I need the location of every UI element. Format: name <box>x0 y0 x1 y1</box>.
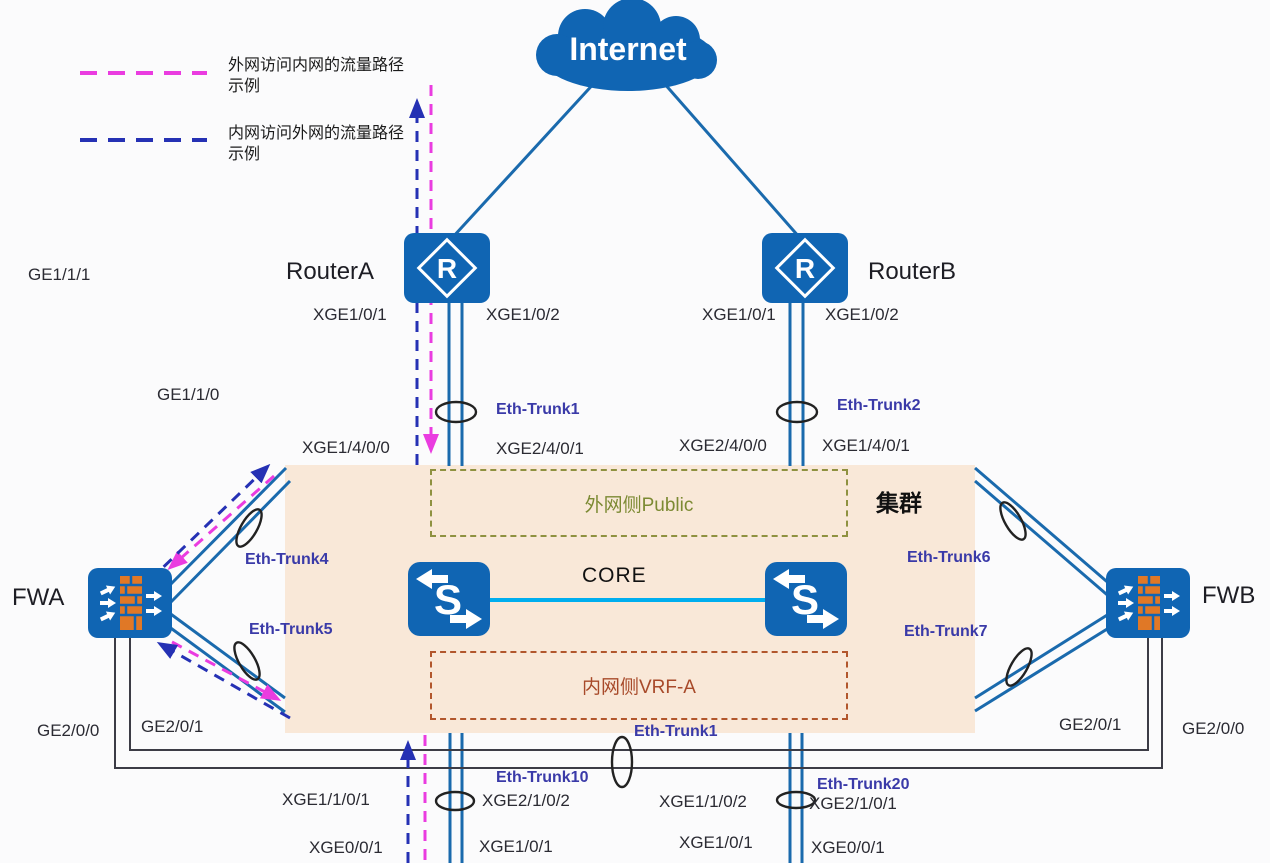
trunk10-ellipse <box>434 790 476 812</box>
trunk1-ellipse <box>434 400 478 424</box>
router-a-label: RouterA <box>286 258 375 285</box>
router-b-letter: R <box>795 253 815 284</box>
legend-magenta-label: 外网访问内网的流量路径示例 <box>228 57 405 95</box>
blue-path-to-cluster <box>148 463 271 582</box>
fwb-label: FWB <box>1202 582 1256 609</box>
port-bl-xge001: XGE0/0/1 <box>309 838 383 857</box>
magenta-path-to-fwa <box>167 474 275 570</box>
legend-blue-label: 内网访问外网的流量路径示例 <box>228 125 405 163</box>
port-fwb-ge201: GE2/0/1 <box>1059 715 1122 734</box>
port-ge111: GE1/1/1 <box>28 265 91 284</box>
port-br-xge2101: XGE2/1/0/1 <box>809 794 897 813</box>
port-cluster-xge1400: XGE1/4/0/0 <box>302 438 390 457</box>
internet-cloud-icon: Internet <box>450 0 802 240</box>
switch-left-icon: S <box>408 562 490 641</box>
port-cluster-xge2400: XGE2/4/0/0 <box>679 436 767 455</box>
port-cluster-xge1401: XGE1/4/0/1 <box>822 436 910 455</box>
trunk7-ellipse <box>1005 647 1033 687</box>
trunk2-label: Eth-Trunk2 <box>837 397 921 414</box>
router-b-label: RouterB <box>868 258 957 285</box>
trunk2-ellipse <box>775 400 819 424</box>
trunk10-label: Eth-Trunk10 <box>496 769 589 786</box>
port-routera-xge102: XGE1/0/2 <box>486 305 560 324</box>
public-zone-box: 外网侧Public <box>430 469 848 537</box>
magenta-path-to-cluster <box>171 640 282 701</box>
port-routera-xge101: XGE1/0/1 <box>313 305 387 324</box>
router-b-icon: R <box>762 233 848 308</box>
port-bl-xge2102: XGE2/1/0/2 <box>482 791 570 810</box>
port-ge110: GE1/1/0 <box>157 385 220 404</box>
trunk5-ellipse <box>233 641 261 681</box>
firewall-b-icon <box>1106 568 1190 643</box>
port-fwb-ge200: GE2/0/0 <box>1182 719 1245 738</box>
router-a-letter: R <box>437 253 457 284</box>
port-routerb-xge102: XGE1/0/2 <box>825 305 899 324</box>
firewall-a-icon <box>88 568 172 643</box>
router-a-icon: R <box>404 233 490 308</box>
vrf-zone-box: 内网侧VRF-A <box>430 651 848 720</box>
trunk1-bottom-ellipse <box>610 735 634 789</box>
switch-right-icon: S <box>765 562 847 641</box>
port-br-xge101: XGE1/0/1 <box>679 833 753 852</box>
port-fwa-ge201: GE2/0/1 <box>141 717 204 736</box>
port-fwa-ge200: GE2/0/0 <box>37 721 100 740</box>
internet-label: Internet <box>569 31 687 67</box>
trunk6-ellipse <box>999 501 1027 541</box>
public-zone-label: 外网侧Public <box>584 494 694 516</box>
port-bl-xge1101: XGE1/1/0/1 <box>282 790 370 809</box>
fwa-label: FWA <box>12 584 65 611</box>
trunk4-ellipse <box>235 508 263 548</box>
port-cluster-xge2401: XGE2/4/0/1 <box>496 439 584 458</box>
trunk20-ellipse <box>775 790 817 810</box>
vrf-zone-label: 内网侧VRF-A <box>581 677 696 698</box>
port-br-xge1102: XGE1/1/0/2 <box>659 792 747 811</box>
port-routerb-xge101: XGE1/0/1 <box>702 305 776 324</box>
trunk1-top-label: Eth-Trunk1 <box>496 401 580 418</box>
trunk20-label: Eth-Trunk20 <box>817 776 910 793</box>
port-bl-xge101: XGE1/0/1 <box>479 837 553 856</box>
port-br-xge001: XGE0/0/1 <box>811 838 885 857</box>
blue-path-to-fwa <box>156 642 291 720</box>
